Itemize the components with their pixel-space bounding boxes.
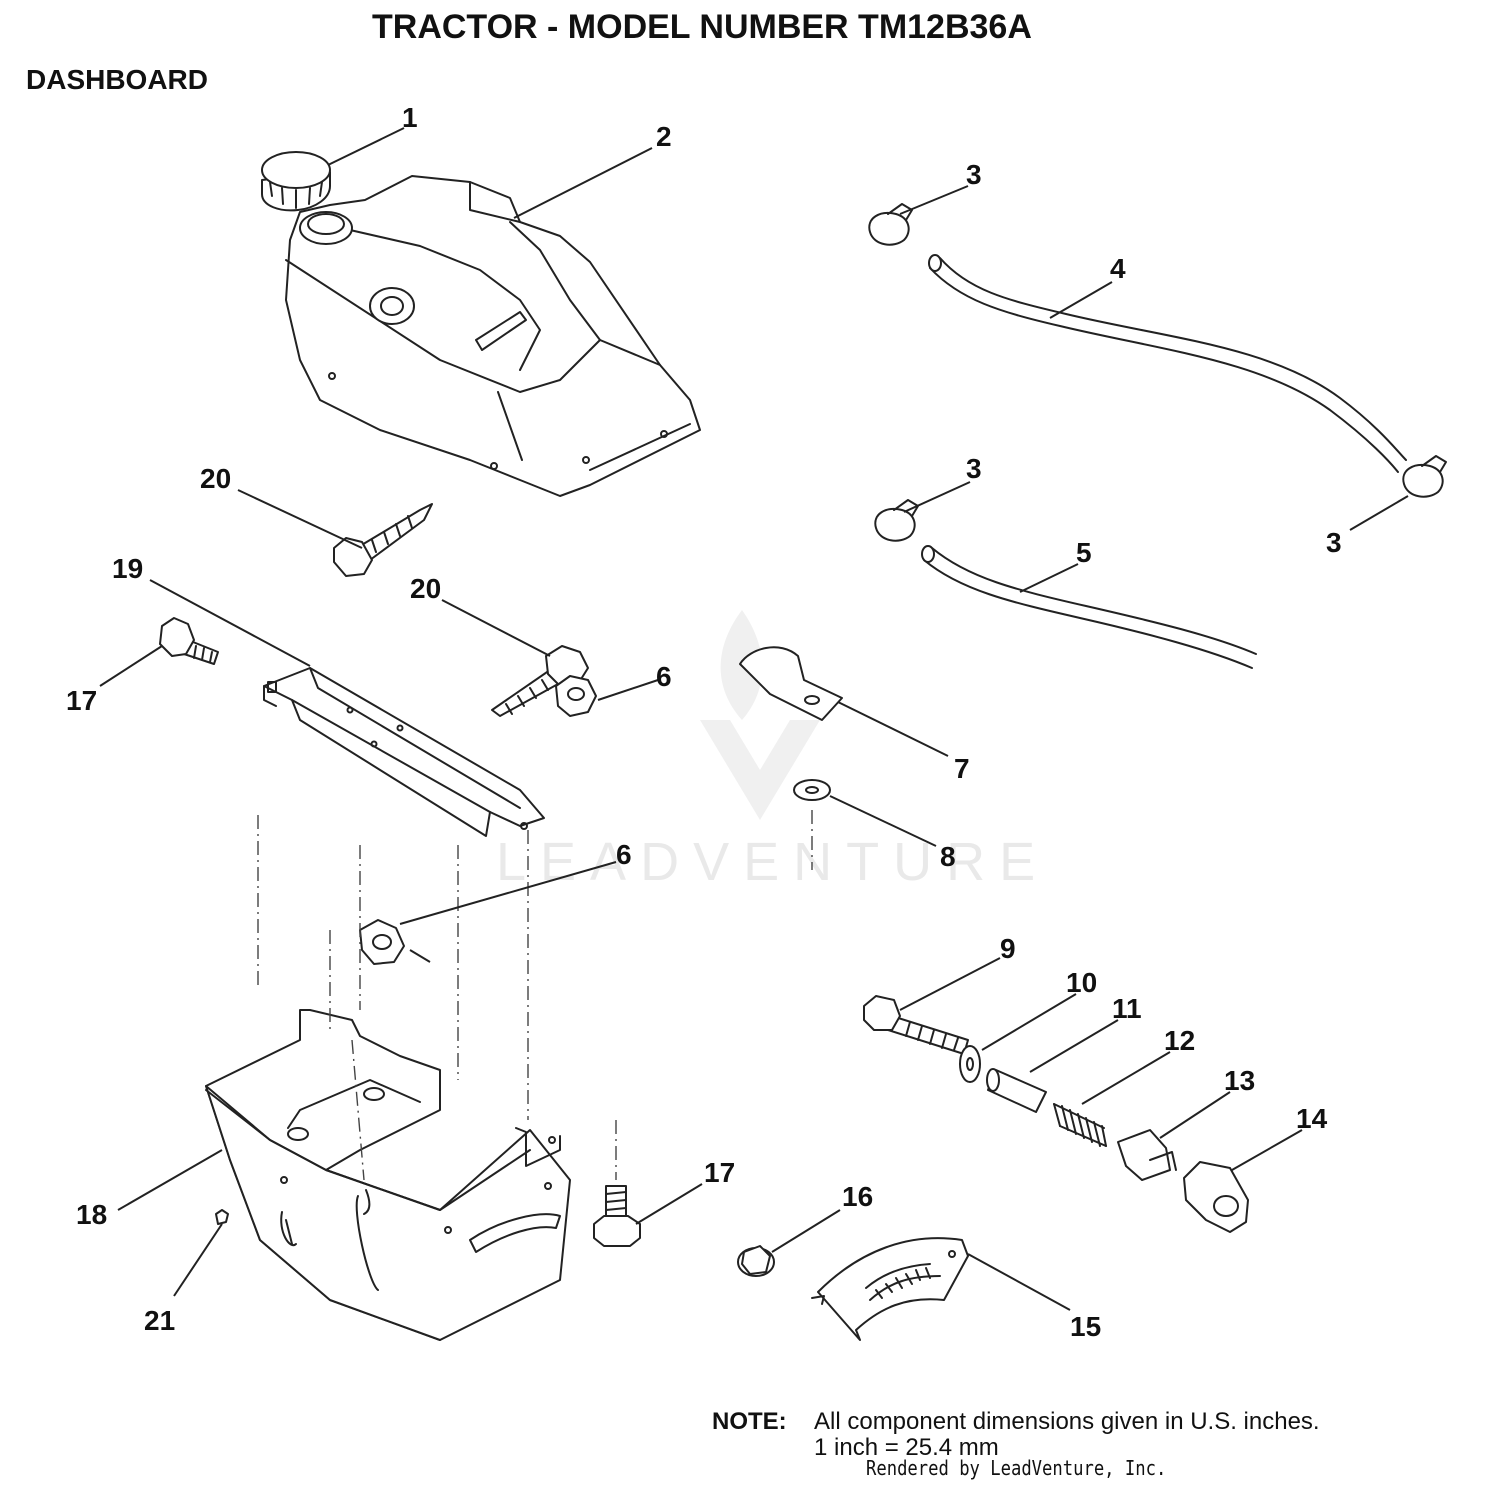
bolt-part[interactable] <box>159 617 219 665</box>
callout-20: 20 <box>200 463 231 494</box>
callout-11: 11 <box>1112 993 1142 1024</box>
flange-nut-part[interactable] <box>737 1245 775 1277</box>
flat-washer-part[interactable] <box>959 1045 981 1083</box>
callout-17: 17 <box>704 1157 735 1188</box>
washer-part[interactable] <box>793 779 831 801</box>
callout-10: 10 <box>1066 967 1097 998</box>
callout-7: 7 <box>954 753 970 784</box>
hose-clamp-part[interactable] <box>874 499 919 542</box>
callout-3: 3 <box>966 159 982 190</box>
hose-clamp-part[interactable] <box>868 203 913 246</box>
callout-1: 1 <box>402 102 418 133</box>
section-label: DASHBOARD <box>26 64 208 95</box>
leadventure-watermark-logo: LEADVENTURE <box>496 610 1049 892</box>
small-pin-part[interactable] <box>215 1209 229 1225</box>
callout-3: 3 <box>1326 527 1342 558</box>
assembly-reference-lines <box>257 810 813 1181</box>
callout-2: 2 <box>656 121 672 152</box>
callout-16: 16 <box>842 1181 873 1212</box>
callout-leader-lines <box>99 127 1409 1311</box>
callout-17: 17 <box>66 685 97 716</box>
hose-clip-part[interactable] <box>739 646 843 721</box>
dashboard-panel-part[interactable] <box>205 1009 571 1341</box>
hex-nut-part[interactable] <box>359 919 405 965</box>
callout-19: 19 <box>112 553 143 584</box>
fuel-line-hose-part[interactable] <box>928 254 1407 473</box>
compression-spring-part[interactable] <box>1053 1103 1107 1147</box>
fuel-line-hose-part[interactable] <box>921 545 1257 669</box>
callout-12: 12 <box>1164 1025 1195 1056</box>
callout-4: 4 <box>1110 253 1126 284</box>
bolt-part[interactable] <box>593 1185 641 1247</box>
diagram-title: TRACTOR - MODEL NUMBER TM12B36A <box>372 8 1032 46</box>
callout-14: 14 <box>1296 1103 1328 1134</box>
note-line-1: All component dimensions given in U.S. i… <box>814 1408 1320 1435</box>
hex-nut-part[interactable] <box>555 675 597 717</box>
watermark-text: LEADVENTURE <box>496 832 1049 892</box>
screw-part[interactable] <box>491 645 589 717</box>
callout-20: 20 <box>410 573 441 604</box>
note-label: NOTE: <box>712 1408 787 1435</box>
latch-block-part[interactable] <box>1117 1129 1177 1181</box>
callout-15: 15 <box>1070 1311 1101 1342</box>
callout-5: 5 <box>1076 537 1092 568</box>
screw-part[interactable] <box>333 503 433 577</box>
callout-9: 9 <box>1000 933 1016 964</box>
spacer-sleeve-part[interactable] <box>986 1068 1047 1113</box>
callout-3: 3 <box>966 453 982 484</box>
callout-18: 18 <box>76 1199 107 1230</box>
callout-numbers: 1 2 3 4 3 3 5 20 19 20 17 6 7 8 6 9 10 1… <box>66 102 1342 1342</box>
hex-bolt-part[interactable] <box>863 995 969 1055</box>
callout-13: 13 <box>1224 1065 1255 1096</box>
note-line-2: 1 inch = 25.4 mm <box>814 1434 999 1461</box>
fuel-cap-part[interactable] <box>261 151 331 212</box>
callout-21: 21 <box>144 1305 175 1336</box>
callout-8: 8 <box>940 841 956 872</box>
callout-6: 6 <box>616 839 632 870</box>
callout-6: 6 <box>656 661 672 692</box>
rendered-by-credit: Rendered by LeadVenture, Inc. <box>866 1456 1167 1480</box>
dashboard-bracket-part[interactable] <box>263 667 545 837</box>
throttle-quadrant-plate-part[interactable] <box>811 1237 969 1341</box>
fuel-tank-cover-part[interactable] <box>285 175 701 497</box>
hose-clamp-part[interactable] <box>1402 455 1447 498</box>
latch-housing-part[interactable] <box>1183 1161 1249 1233</box>
